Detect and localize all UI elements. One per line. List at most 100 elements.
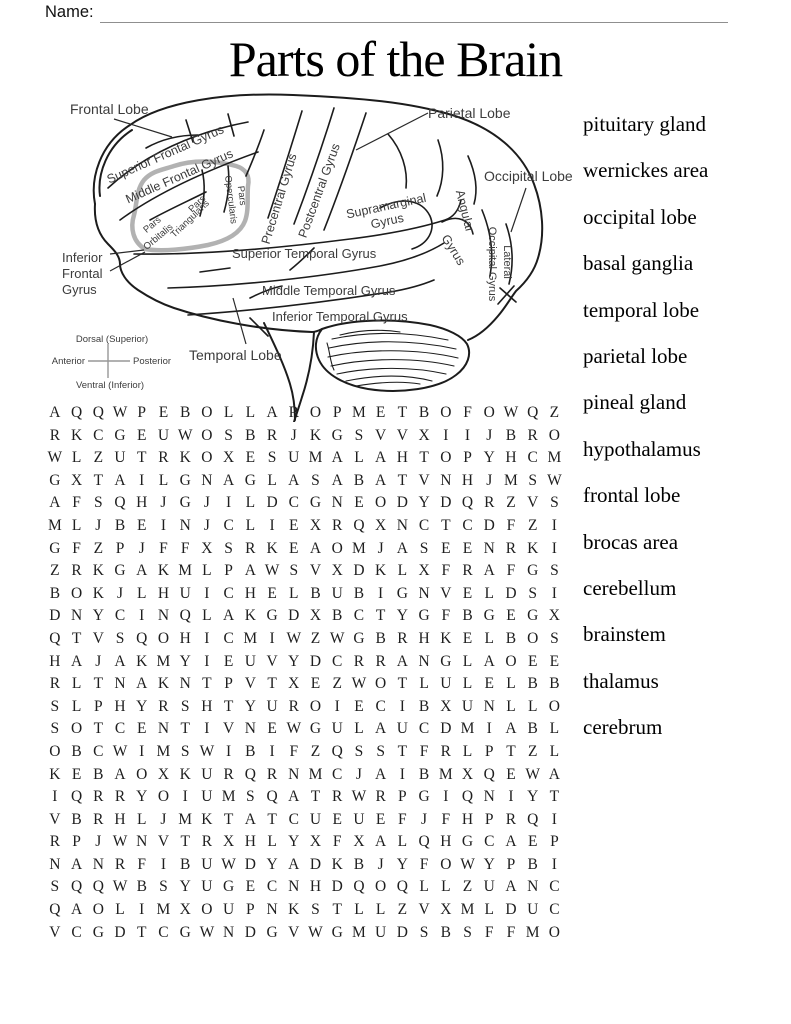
- grid-letter: R: [505, 539, 517, 557]
- grid-letter: L: [267, 833, 277, 851]
- grid-letter: D: [396, 923, 408, 941]
- grid-letter: Q: [70, 878, 83, 896]
- grid-letter: A: [136, 675, 148, 693]
- grid-letter: Z: [310, 629, 321, 647]
- grid-letter: L: [397, 833, 408, 851]
- grid-letter: Q: [92, 404, 104, 421]
- grid-letter: C: [462, 516, 473, 534]
- grid-letter: V: [440, 584, 452, 602]
- grid-letter: E: [137, 720, 147, 738]
- grid-letter: J: [116, 584, 124, 602]
- grid-letter: C: [549, 878, 560, 896]
- grid-letter: P: [72, 833, 81, 851]
- grid-letter: A: [505, 878, 517, 896]
- grid-letter: A: [288, 471, 300, 489]
- grid-letter: C: [114, 607, 126, 625]
- grid-letter: O: [92, 901, 104, 919]
- grid-letter: U: [309, 810, 322, 828]
- grid-letter: Z: [506, 494, 516, 512]
- name-blank-line: [100, 6, 728, 23]
- grid-letter: H: [461, 471, 474, 489]
- grid-letter: L: [462, 652, 473, 670]
- grid-letter: B: [505, 629, 517, 647]
- grid-letter: A: [505, 720, 517, 738]
- grid-letter: D: [353, 562, 365, 580]
- grid-letter: K: [70, 426, 83, 444]
- grid-letter: Q: [70, 404, 83, 421]
- grid-letter: T: [397, 404, 408, 421]
- grid-letter: B: [418, 765, 430, 783]
- grid-letter: Q: [136, 629, 148, 647]
- label-pars-opercularis: Pars: [235, 185, 248, 206]
- grid-letter: Y: [136, 788, 148, 806]
- grid-letter: O: [70, 720, 83, 738]
- grid-letter: O: [527, 629, 539, 647]
- grid-letter: H: [418, 629, 430, 647]
- grid-letter: C: [288, 810, 299, 828]
- grid-letter: E: [245, 449, 256, 467]
- grid-letter: R: [158, 449, 169, 467]
- grid-letter: I: [486, 720, 492, 738]
- grid-letter: K: [288, 901, 300, 919]
- grid-letter: H: [505, 449, 517, 467]
- grid-letter: S: [550, 562, 559, 580]
- grid-letter: O: [136, 765, 148, 783]
- grid-letter: G: [396, 584, 408, 602]
- grid-letter: Q: [461, 788, 474, 806]
- grid-letter: E: [223, 652, 234, 670]
- grid-letter: L: [115, 901, 125, 919]
- grid-letter: I: [551, 539, 557, 557]
- label-superior-temporal-gyrus: Superior Temporal Gyrus: [232, 246, 377, 261]
- grid-letter: L: [462, 742, 473, 760]
- grid-letter: K: [92, 584, 104, 602]
- grid-letter: N: [114, 675, 126, 693]
- grid-letter: A: [309, 539, 322, 557]
- grid-letter: B: [527, 855, 538, 873]
- grid-letter: Q: [483, 765, 495, 783]
- grid-letter: E: [484, 675, 494, 693]
- grid-letter: Z: [462, 878, 473, 896]
- grid-letter: E: [375, 810, 386, 828]
- grid-letter: S: [528, 471, 537, 489]
- grid-letter: L: [245, 404, 256, 421]
- grid-letter: D: [288, 607, 300, 625]
- grid-letter: O: [440, 449, 452, 467]
- grid-letter: F: [506, 923, 516, 941]
- grid-letter: P: [246, 901, 255, 919]
- grid-letter: E: [245, 878, 256, 896]
- grid-letter: K: [179, 765, 191, 783]
- grid-letter: F: [289, 742, 299, 760]
- grid-letter: G: [418, 788, 430, 806]
- grid-letter: W: [221, 855, 236, 873]
- grid-letter: M: [156, 742, 171, 760]
- grid-letter: A: [548, 765, 560, 783]
- grid-letter: Q: [461, 494, 474, 512]
- grid-letter: U: [201, 765, 213, 783]
- grid-letter: T: [419, 449, 429, 467]
- grid-letter: U: [483, 878, 495, 896]
- grid-letter: U: [157, 426, 170, 444]
- grid-letter: Y: [396, 855, 408, 873]
- grid-letter: U: [527, 901, 539, 919]
- grid-letter: L: [484, 584, 494, 602]
- grid-letter: K: [179, 449, 191, 467]
- grid-letter: Y: [179, 878, 191, 896]
- grid-letter: W: [351, 675, 367, 693]
- grid-letter: O: [309, 404, 322, 421]
- grid-letter: C: [223, 629, 234, 647]
- grid-letter: A: [375, 833, 387, 851]
- grid-letter: M: [308, 449, 323, 467]
- grid-letter: S: [267, 449, 277, 467]
- grid-letter: X: [179, 901, 191, 919]
- grid-letter: L: [267, 471, 277, 489]
- grid-letter: W: [112, 404, 128, 421]
- grid-letter: Q: [527, 404, 539, 421]
- grid-letter: J: [95, 833, 102, 851]
- grid-letter: O: [49, 742, 61, 760]
- grid-letter: O: [548, 697, 560, 715]
- grid-letter: I: [226, 494, 232, 512]
- grid-letter: Q: [418, 833, 430, 851]
